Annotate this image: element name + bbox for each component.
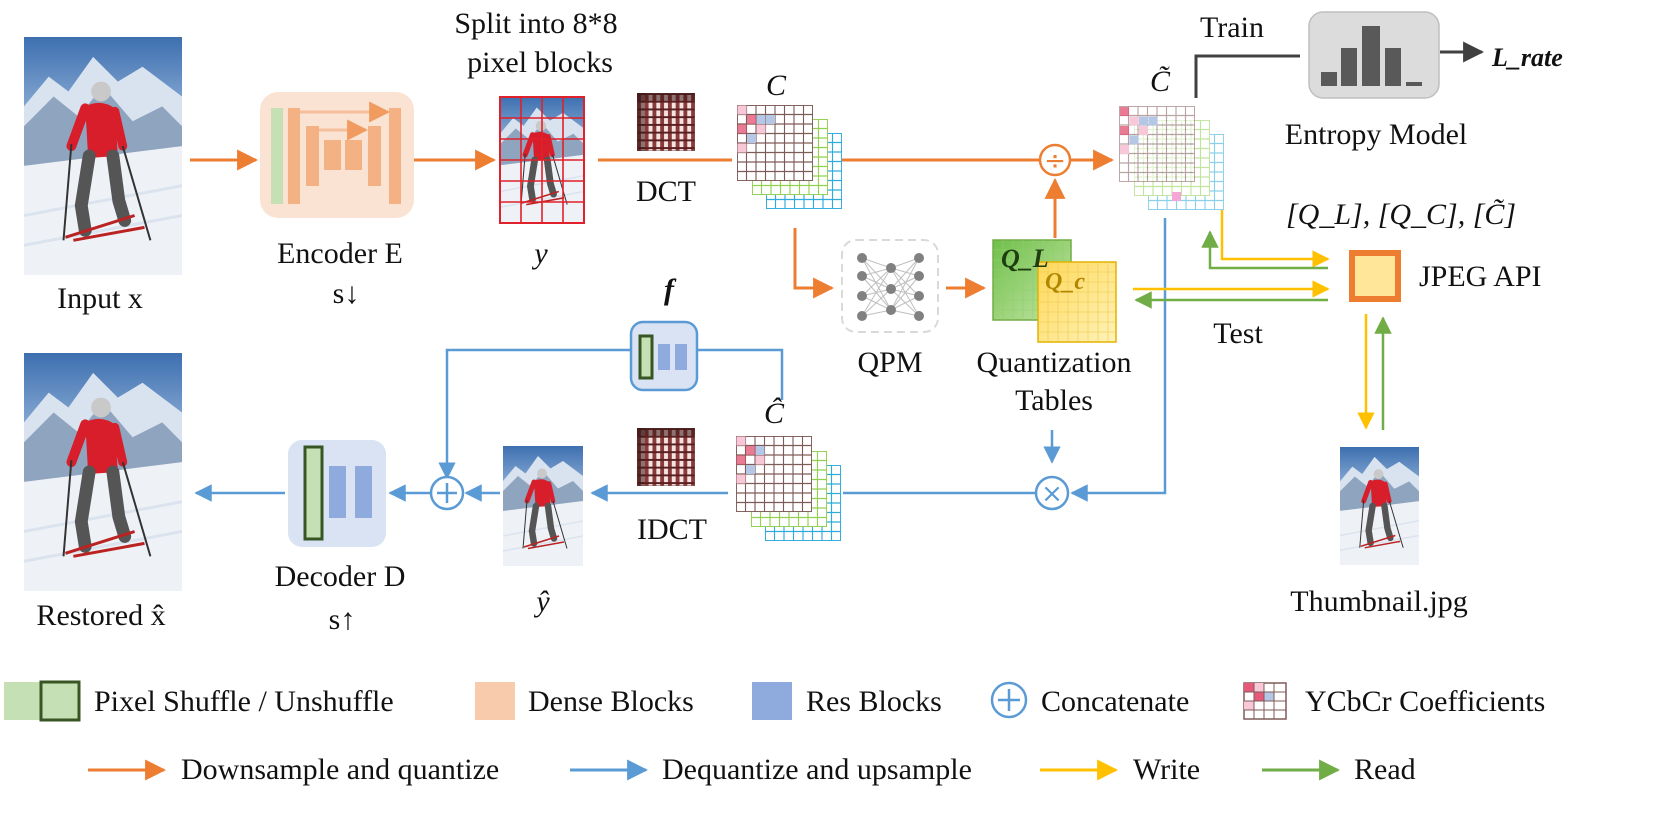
decoder-sub: s↑ <box>328 603 356 636</box>
thumbnail-label: Thumbnail.jpg <box>1290 585 1468 618</box>
chat-label: Ĉ <box>763 397 785 430</box>
y-blocks-image <box>499 96 585 224</box>
ctilde-label: C̃ <box>1149 65 1171 98</box>
encoder-label: Encoder E <box>277 237 403 270</box>
multiply-symbol: × <box>1041 479 1063 509</box>
yhat-image <box>503 446 583 566</box>
arrow-write-ctilde <box>1220 210 1330 268</box>
idct-label: IDCT <box>637 513 707 546</box>
chat-coeff-stack <box>736 436 841 541</box>
split-label-line1: Split into 8*8 <box>454 7 618 40</box>
legend-res-label: Res Blocks <box>806 685 942 718</box>
thumbnail-image <box>1340 447 1419 565</box>
qtables-label-line1: Quantization <box>976 346 1132 379</box>
lrate-label: L_rate <box>1492 43 1563 72</box>
legend-ycbcr-swatch <box>1243 682 1287 720</box>
qpm-network <box>841 239 939 333</box>
jpeg-api-box <box>1349 250 1401 302</box>
f-block <box>629 320 699 392</box>
legend-ycbcr-label: YCbCr Coefficients <box>1305 685 1546 718</box>
qpm-label: QPM <box>857 346 923 379</box>
legend-pixel-shuffle-swatch <box>4 680 81 722</box>
y-label: y <box>534 237 548 270</box>
split-label-line2: pixel blocks <box>467 46 613 79</box>
legend-concat-label: Concatenate <box>1041 685 1190 718</box>
train-line <box>1194 54 1300 98</box>
c-label: C <box>765 69 787 102</box>
dct-basis-top <box>637 93 695 151</box>
jpeg-api-label: JPEG API <box>1419 260 1542 293</box>
restored-image <box>24 353 182 591</box>
arrow-c-qpm <box>793 228 835 299</box>
legend-concat-swatch <box>990 681 1028 719</box>
yhat-label: ŷ <box>536 585 550 618</box>
train-label: Train <box>1200 11 1264 44</box>
legend-dense-swatch <box>475 682 515 720</box>
entropy-model <box>1308 11 1440 99</box>
f-label: f <box>664 273 674 306</box>
dct-label: DCT <box>636 175 696 208</box>
legend-res-swatch <box>752 682 792 720</box>
jpeg-out-label: [Q_L], [Q_C], [C̃] <box>1286 198 1517 231</box>
legend-downsample-label: Downsample and quantize <box>181 753 500 786</box>
quantization-tables <box>992 239 1117 343</box>
encoder-block <box>260 92 414 218</box>
c-coeff-stack <box>737 105 842 209</box>
arrow-ctilde-multiply <box>1070 218 1167 502</box>
dct-basis-bottom <box>637 428 695 486</box>
legend-read-label: Read <box>1354 753 1416 786</box>
ql-label: Q_L <box>1001 244 1049 273</box>
encoder-sub: s↓ <box>332 277 360 310</box>
decoder-block <box>288 440 386 547</box>
qtables-label-line2: Tables <box>1015 384 1093 417</box>
ctilde-coeff-stack <box>1119 106 1224 210</box>
restored-label: Restored x̂ <box>36 599 166 632</box>
arrow-read-ctilde <box>1201 230 1328 270</box>
line-chat-f <box>697 348 784 400</box>
decoder-label: Decoder D <box>274 560 406 593</box>
qc-label: Q_c <box>1045 269 1085 295</box>
legend-write-label: Write <box>1133 753 1201 786</box>
legend-dense-label: Dense Blocks <box>528 685 694 718</box>
legend-pixel-shuffle-label: Pixel Shuffle / Unshuffle <box>94 685 394 718</box>
test-label: Test <box>1213 317 1263 350</box>
line-f-concat <box>438 348 630 480</box>
divide-symbol: ÷ <box>1044 146 1066 176</box>
legend-dequantize-label: Dequantize and upsample <box>662 753 972 786</box>
input-image <box>24 37 182 275</box>
entropy-label: Entropy Model <box>1284 118 1468 151</box>
input-label: Input x <box>57 282 143 315</box>
